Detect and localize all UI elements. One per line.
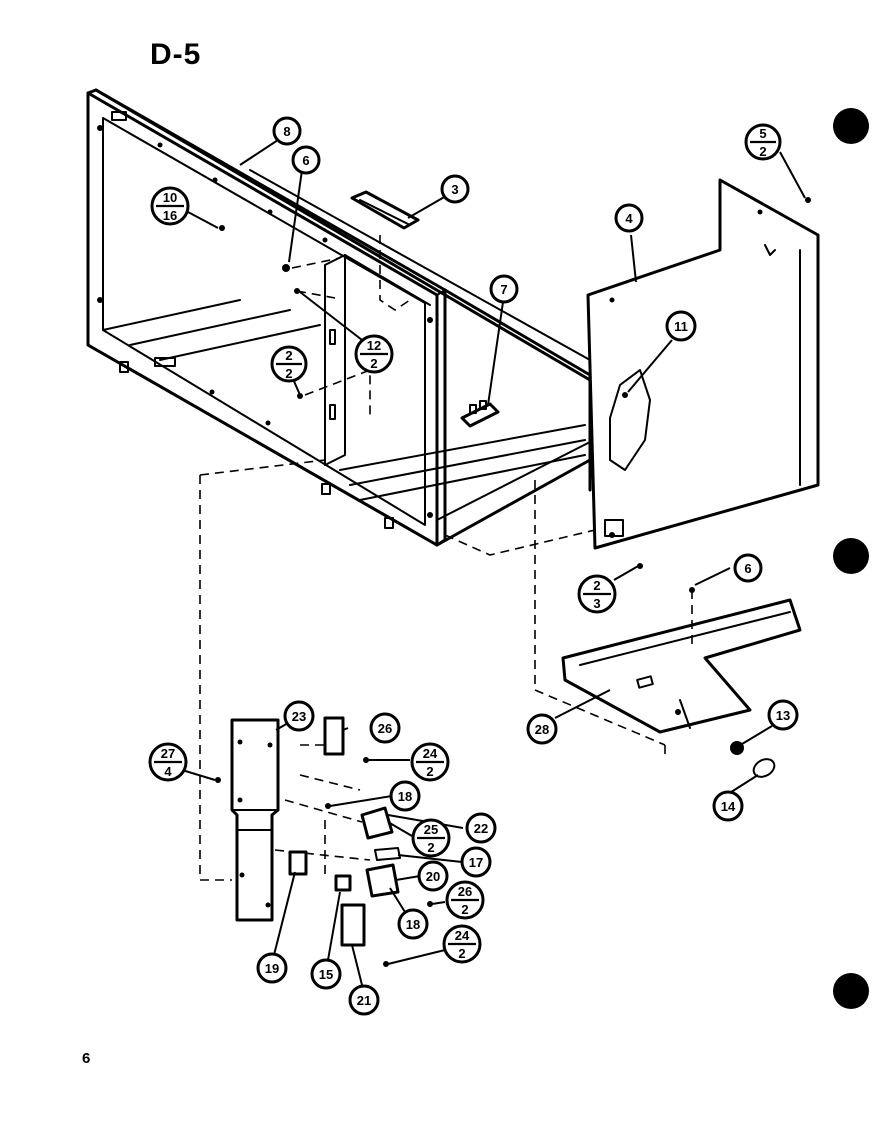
svg-text:6: 6 [744,561,751,576]
contact-17 [374,847,401,861]
callout-20: 20 [417,860,449,892]
svg-text:25: 25 [424,822,438,837]
grommet-13 [730,741,744,755]
svg-text:2: 2 [370,356,377,371]
switch-21 [340,903,366,947]
svg-text:16: 16 [163,208,177,223]
svg-text:11: 11 [674,319,688,334]
svg-text:18: 18 [406,917,420,932]
svg-text:20: 20 [426,869,440,884]
callout-12-2: 12 2 [354,334,394,374]
callout-17: 17 [460,846,492,878]
cap-15 [334,874,352,892]
svg-text:24: 24 [455,928,470,943]
svg-text:17: 17 [469,855,483,870]
svg-text:4: 4 [164,764,172,779]
callout-28: 28 [526,713,558,745]
callout-21: 21 [348,984,380,1016]
callout-6-right: 6 [733,553,763,583]
svg-text:14: 14 [721,799,736,814]
callout-22: 22 [465,812,497,844]
callout-24-2-a: 24 2 [410,742,450,782]
svg-text:3: 3 [593,596,600,611]
callout-13: 13 [767,699,799,731]
terminal-block-7 [460,400,500,428]
svg-text:2: 2 [759,144,766,159]
svg-text:24: 24 [423,746,438,761]
callout-2-3: 2 3 [577,574,617,614]
svg-text:2: 2 [285,366,292,381]
callout-23: 23 [283,700,315,732]
base-bracket-28 [561,598,802,734]
side-panel-4 [586,178,820,550]
callout-27-4: 27 4 [148,742,188,782]
callout-26-2: 26 2 [445,880,485,920]
knob-19 [288,850,308,876]
binder-hole-middle [833,538,869,574]
callout-26: 26 [369,712,401,744]
svg-text:2: 2 [426,764,433,779]
svg-text:27: 27 [161,746,175,761]
callout-18-a: 18 [389,780,421,812]
svg-text:19: 19 [265,961,279,976]
svg-text:18: 18 [398,789,412,804]
svg-text:3: 3 [451,182,458,197]
callout-15: 15 [310,958,342,990]
svg-text:2: 2 [458,946,465,961]
svg-text:8: 8 [283,124,290,139]
svg-text:4: 4 [625,211,633,226]
callout-6-top: 6 [291,145,321,175]
terminal-block-3 [350,190,420,230]
svg-text:12: 12 [367,338,381,353]
callout-8: 8 [272,116,302,146]
svg-text:23: 23 [292,709,306,724]
page-number: 6 [82,1050,91,1067]
svg-text:2: 2 [461,902,468,917]
switch-20 [365,863,400,898]
control-bracket-23 [230,718,280,922]
svg-text:2: 2 [593,578,600,593]
relay-22 [360,806,394,840]
callout-14: 14 [712,790,744,822]
callout-25-2: 25 2 [411,818,451,858]
svg-text:22: 22 [474,821,488,836]
svg-text:26: 26 [378,721,392,736]
callout-4: 4 [614,203,644,233]
cabinet-frame [86,88,592,547]
callout-3: 3 [440,174,470,204]
svg-text:2: 2 [285,348,292,363]
leader-lines [181,139,806,986]
page-title: D-5 [150,38,202,71]
callout-18-b: 18 [397,908,429,940]
svg-text:2: 2 [427,840,434,855]
plug-14 [752,758,776,778]
callout-5-2: 5 2 [744,123,782,161]
callout-11: 11 [665,310,697,342]
svg-text:21: 21 [357,993,371,1008]
svg-text:5: 5 [759,126,766,141]
binder-hole-bottom [833,973,869,1009]
svg-text:7: 7 [500,282,507,297]
svg-text:15: 15 [319,967,333,982]
assembly-dashed-lines [199,235,693,881]
callout-7: 7 [489,274,519,304]
svg-text:28: 28 [535,722,549,737]
callout-24-2-b: 24 2 [442,924,482,964]
callout-10-16: 10 16 [150,186,190,226]
callout-19: 19 [256,952,288,984]
svg-text:10: 10 [163,190,177,205]
svg-text:26: 26 [458,884,472,899]
binder-hole-top [833,108,869,144]
svg-text:13: 13 [776,708,790,723]
switch-26 [323,716,345,756]
callout-2-2: 2 2 [270,345,308,383]
svg-text:6: 6 [302,153,309,168]
